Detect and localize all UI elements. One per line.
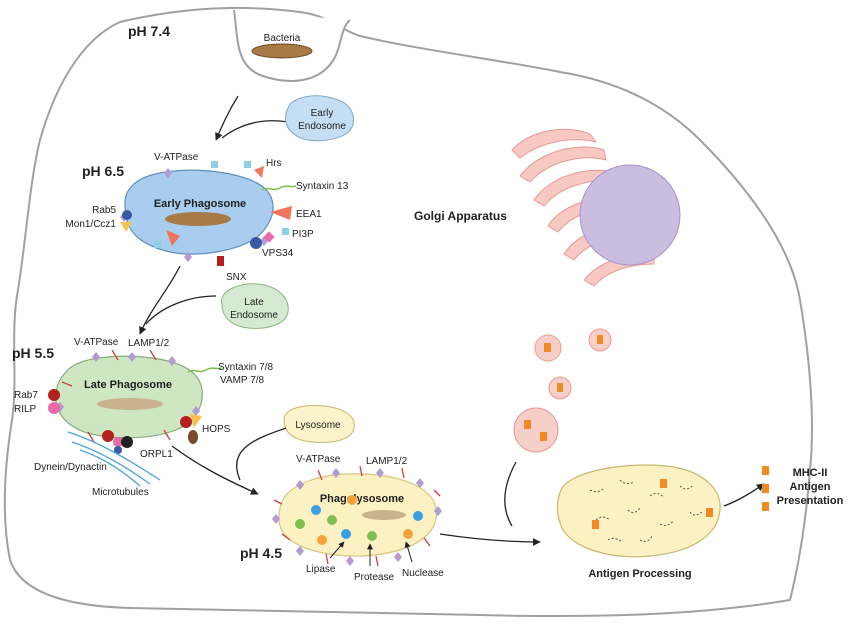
arrow-lipase (329, 541, 345, 559)
pi3p-label: PI3P (292, 229, 314, 240)
golgi-label: Golgi Apparatus (414, 209, 507, 223)
hops-label: HOPS (202, 424, 231, 435)
late-phagosome-bacteria (97, 398, 163, 410)
arrow-early-to-late (139, 265, 181, 335)
ph-6-5-label: pH 6.5 (82, 163, 124, 179)
syntaxin13-icon (261, 185, 297, 191)
arrow-to-antigen-processing (439, 533, 541, 546)
eea1-label: EEA1 (296, 209, 322, 220)
antigen-processing-compartment (556, 464, 721, 558)
ph-4-5-label: pH 4.5 (240, 545, 282, 561)
bacteria (251, 43, 313, 59)
mhc-molecules-surface (762, 466, 769, 511)
mhc-molecules-vesicles (524, 335, 603, 441)
late-v-atpase-label: V-ATPase (74, 337, 119, 348)
bacteria-label: Bacteria (264, 33, 301, 44)
late-v-atpase-markers (56, 352, 200, 416)
phago-v-atpase-label: V-ATPase (296, 454, 341, 465)
late-phagosome-title: Late Phagosome (84, 379, 172, 391)
late-endosome-label-1: Late (244, 297, 264, 308)
orpl1-black-icon (121, 436, 133, 448)
early-phagosome-title: Early Phagosome (154, 198, 246, 210)
rab5-icon (122, 210, 132, 220)
arrow-early-endosome (221, 120, 289, 139)
dynein-label: Dynein/Dynactin (34, 462, 107, 473)
early-hrs-squares (154, 161, 289, 248)
hops-icon (190, 414, 202, 428)
protease-label: Protease (354, 572, 394, 583)
protease-enzymes (295, 515, 377, 541)
early-endosome-label-2: Endosome (298, 121, 346, 132)
syntaxin78-icon (187, 367, 223, 373)
lysosome-label: Lysosome (295, 420, 341, 431)
vamp78-label: VAMP 7/8 (220, 375, 265, 386)
phago-v-atpase-markers (272, 468, 442, 566)
snx-icon (217, 256, 224, 266)
arrow-lysosome (236, 427, 287, 481)
nuclease-label: Nuclease (402, 568, 444, 579)
arrow-vesicle-to-processing (504, 461, 517, 527)
early-v-atpase-markers (120, 168, 268, 262)
hops-brown-icon (188, 430, 198, 444)
early-v-atpase-label: V-ATPase (154, 152, 199, 163)
arrow-to-presentation (723, 483, 765, 507)
eea1-icon (270, 206, 292, 220)
lipase-enzymes (311, 505, 423, 539)
early-endosome (285, 95, 354, 142)
early-red-triangle-icon (166, 230, 180, 246)
microtubules-label: Microtubules (92, 487, 149, 498)
phago-lamp-markers (273, 465, 441, 567)
hrs-label: Hrs (266, 158, 282, 169)
golgi-nucleus (579, 164, 681, 266)
antigen-peptides (589, 479, 703, 543)
phagolysosome (278, 473, 438, 557)
late-endosome (221, 283, 289, 329)
rab5-label: Rab5 (92, 205, 116, 216)
antigen-processing-label: Antigen Processing (588, 568, 691, 580)
ph-5-5-label: pH 5.5 (12, 345, 54, 361)
pi3p-icon (263, 231, 275, 243)
hrs-triangle-icon (254, 166, 264, 178)
late-endosome-label-2: Endosome (230, 310, 278, 321)
early-phagosome-bacteria (165, 212, 231, 226)
mhc-label-1: MHC-II (793, 467, 828, 479)
arrow-late-to-phagolysosome (171, 445, 259, 495)
late-lamp-markers (61, 349, 171, 443)
orpl1-label: ORPL1 (140, 449, 173, 460)
arrow-late-endosome (145, 295, 217, 325)
ph-7-4-label: pH 7.4 (128, 23, 170, 39)
late-lamp-label: LAMP1/2 (128, 338, 170, 349)
rilp-icon (48, 402, 60, 414)
mhc-molecules-processing (592, 479, 713, 529)
hops-rab-icon (180, 416, 192, 428)
rilp-label: RILP (14, 404, 37, 415)
vps34-label: VPS34 (262, 248, 294, 259)
mhc-label-3: Presentation (777, 495, 844, 507)
dynein-blue-icon (114, 446, 122, 454)
lipase-label: Lipase (306, 564, 336, 575)
mhc-label-2: Antigen (790, 481, 831, 493)
rab7-icon (48, 389, 60, 401)
mon1-icon (120, 222, 132, 232)
syntaxin13-label: Syntaxin 13 (296, 181, 349, 192)
rab7-label: Rab7 (14, 390, 38, 401)
vps34-icon (250, 237, 262, 249)
nuclease-enzymes (317, 495, 413, 545)
phago-lamp-label: LAMP1/2 (366, 456, 408, 467)
orpl1-pink-icon (113, 437, 123, 447)
arrow-nuclease (404, 541, 413, 563)
early-endosome-label-1: Early (311, 108, 334, 119)
phagolysosome-title: Phagolysosome (320, 493, 404, 505)
lysosome (283, 405, 355, 443)
mon1-label: Mon1/Ccz1 (65, 219, 116, 230)
cell-membrane (3, 6, 813, 618)
snx-label: SNX (226, 272, 247, 283)
orpl1-rab-icon (102, 430, 114, 442)
syntaxin78-label: Syntaxin 7/8 (218, 362, 273, 373)
microtubules (67, 431, 161, 487)
arrow-uptake (215, 95, 239, 141)
phagolysosome-bacteria (362, 510, 406, 520)
late-phagosome (55, 355, 203, 439)
